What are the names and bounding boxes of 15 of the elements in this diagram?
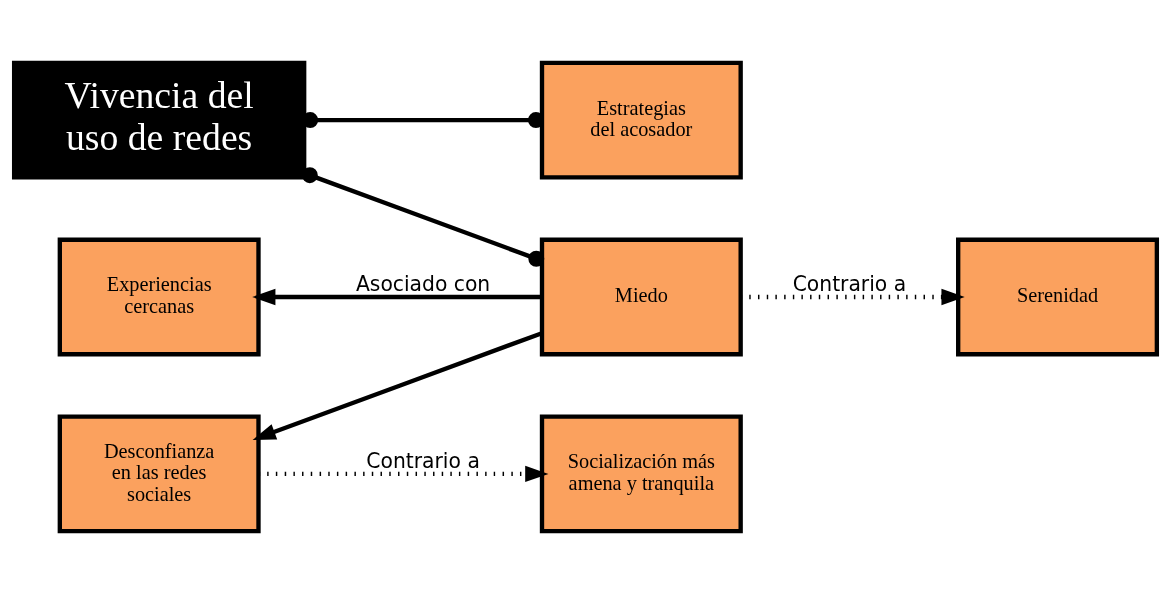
node-box: Miedo: [539, 237, 743, 357]
node-box: Estrategias del acosador: [539, 60, 743, 180]
edge-label: Asociado con: [355, 272, 491, 297]
arrow: [252, 331, 543, 440]
node-box: Serenidad: [956, 237, 1160, 357]
node-box: Desconfianza en las redes sociales: [57, 414, 261, 534]
node-box: Vivencia del uso de redes: [11, 60, 307, 180]
node-box: Socialización más amena y tranquila: [539, 414, 743, 534]
node-box: Experiencias cercanas: [57, 237, 261, 357]
edge-label: Contrario a: [366, 449, 480, 474]
arrow: [252, 288, 542, 306]
arrow: [740, 288, 965, 306]
arrow: [258, 465, 549, 483]
edge-label: Contrario a: [792, 272, 907, 297]
connector: [301, 167, 545, 267]
